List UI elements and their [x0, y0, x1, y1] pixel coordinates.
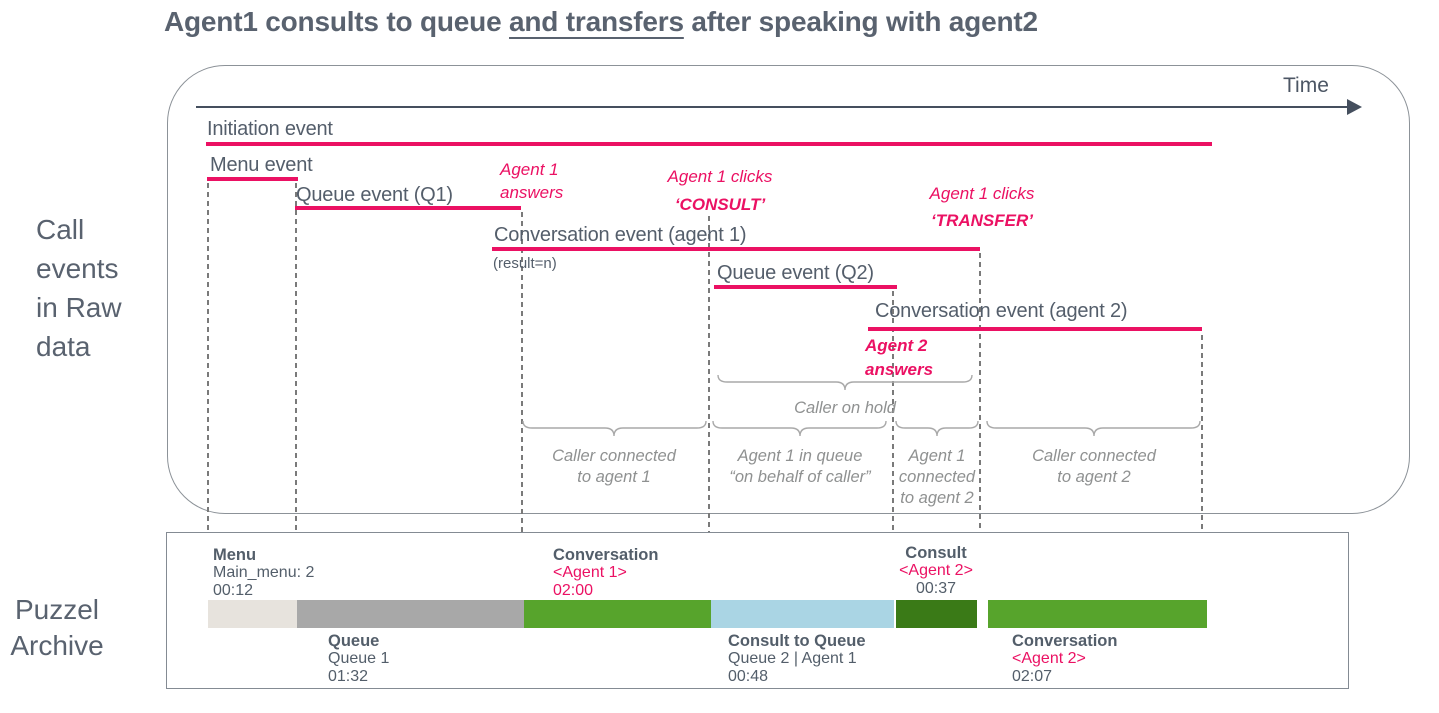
guide-line-consult-click — [708, 216, 710, 599]
event-label-queue1: Queue event (Q1) — [296, 184, 453, 206]
archive-section-label: Puzzel Archive — [0, 592, 114, 664]
event-label-menu: Menu event — [210, 154, 313, 176]
caption-line: “on behalf of caller” — [729, 468, 871, 486]
caption-line: to agent 1 — [577, 468, 651, 486]
caption-agent1-in-queue: Agent 1 in queue “on behalf of caller” — [729, 446, 870, 488]
segment-duration: 00:48 — [728, 668, 769, 685]
caption-line: Caller connected — [552, 447, 676, 465]
time-axis-label: Time — [1283, 74, 1329, 97]
event-label-conversation-agent1: Conversation event (agent 1) — [494, 224, 747, 246]
segment-name: Queue — [328, 632, 380, 650]
caption-line: Agent 1 — [908, 447, 966, 465]
event-bar-initiation — [206, 142, 1212, 146]
segment-consult-to-queue — [711, 600, 894, 628]
raw-label-line: Call — [36, 214, 85, 245]
event-bar-queue2 — [714, 285, 897, 289]
segment-duration: 00:37 — [915, 580, 957, 597]
annotation-line: Agent 2 — [865, 336, 928, 355]
caption-caller-on-hold: Caller on hold — [794, 399, 896, 417]
caption-line: Agent 1 in queue — [737, 447, 863, 465]
archive-label-consult: Consult <Agent 2> 00:37 — [899, 544, 973, 598]
segment-name: Consult — [905, 544, 967, 562]
event-bar-conversation-agent1 — [492, 247, 980, 251]
segment-duration: 02:00 — [553, 582, 594, 599]
guide-line-conversation2-end — [1201, 335, 1203, 593]
annotation-line: Agent 1 clicks — [667, 167, 773, 186]
event-label-conversation-agent2: Conversation event (agent 2) — [875, 300, 1128, 322]
annotation-agent1-answers: Agent 1 answers — [500, 158, 563, 204]
segment-conversation-agent2 — [988, 600, 1207, 628]
slide-title: Agent1 consults to queue and transfers a… — [164, 6, 1038, 38]
segment-consult — [896, 600, 977, 628]
caption-caller-connected-agent1: Caller connected to agent 1 — [552, 446, 676, 488]
event-label-queue2: Queue event (Q2) — [717, 262, 874, 284]
event-bar-queue1 — [295, 206, 521, 210]
segment-duration: 02:07 — [1012, 668, 1053, 685]
guide-line-queue2-end — [892, 291, 894, 599]
segment-detail: Main_menu: 2 — [213, 564, 315, 581]
annotation-line: Agent 1 clicks — [929, 184, 1035, 203]
annotation-line-bold: ‘TRANSFER’ — [930, 211, 1033, 230]
archive-label-queue: Queue Queue 1 01:32 — [328, 632, 389, 686]
title-underlined: and transfers — [509, 6, 684, 37]
caption-line: to agent 2 — [1057, 468, 1131, 486]
title-post: after speaking with agent2 — [683, 6, 1038, 37]
raw-label-line: events — [36, 253, 119, 284]
segment-menu — [208, 600, 297, 628]
segment-conversation-agent1 — [524, 600, 711, 628]
caption-caller-connected-agent2: Caller connected to agent 2 — [1032, 446, 1156, 488]
segment-detail: <Agent 1> — [553, 564, 627, 581]
segment-name: Consult to Queue — [728, 632, 866, 650]
archive-label-consult-to-queue: Consult to Queue Queue 2 | Agent 1 00:48 — [728, 632, 866, 686]
raw-label-line: in Raw — [36, 292, 122, 323]
raw-label-line: data — [36, 331, 91, 362]
archive-label-conversation-agent2: Conversation <Agent 2> 02:07 — [1012, 632, 1117, 686]
guide-line-transfer-click — [979, 253, 981, 599]
annotation-transfer-click: Agent 1 clicks ‘TRANSFER’ — [930, 180, 1035, 234]
caption-line: to agent 2 — [900, 489, 974, 507]
annotation-consult-click: Agent 1 clicks ‘CONSULT’ — [668, 163, 773, 219]
annotation-line: Agent 1 — [500, 160, 559, 179]
segment-detail: Queue 2 | Agent 1 — [728, 650, 857, 667]
annotation-line: answers — [865, 360, 934, 379]
annotation-agent2-answers: Agent 2 answers — [865, 334, 933, 382]
archive-label-conversation-agent1: Conversation <Agent 1> 02:00 — [553, 546, 658, 600]
segment-detail: Queue 1 — [328, 650, 390, 667]
guide-line-agent1-answers — [521, 212, 523, 599]
annotation-line: answers — [500, 183, 564, 202]
raw-data-section-label: Call events in Raw data — [36, 210, 122, 366]
event-bar-menu — [207, 177, 298, 181]
annotation-line-bold: ‘CONSULT’ — [674, 195, 766, 214]
segment-duration: 01:32 — [328, 668, 369, 685]
event-bar-conversation-agent2 — [868, 327, 1202, 331]
caption-agent1-connected-agent2: Agent 1 connected to agent 2 — [899, 446, 975, 509]
event-label-initiation: Initiation event — [207, 118, 333, 140]
segment-name: Conversation — [553, 546, 659, 564]
segment-detail: <Agent 2> — [899, 562, 973, 579]
caption-line: connected — [898, 468, 976, 486]
guide-line-menu-start — [207, 183, 209, 599]
caption-line: Caller connected — [1032, 447, 1156, 465]
event-sublabel-result: (result=n) — [493, 255, 557, 272]
title-pre: Agent1 consults to queue — [164, 6, 510, 37]
segment-duration: 00:12 — [213, 582, 254, 599]
raw-events-panel — [167, 65, 1410, 514]
segment-queue — [297, 600, 524, 628]
archive-label-line: Archive — [10, 630, 104, 661]
guide-line-queue1-start — [295, 183, 297, 599]
segment-name: Menu — [213, 546, 257, 564]
archive-label-line: Puzzel — [14, 594, 100, 625]
segment-name: Conversation — [1012, 632, 1118, 650]
segment-detail: <Agent 2> — [1012, 650, 1086, 667]
archive-label-menu: Menu Main_menu: 2 00:12 — [213, 546, 314, 600]
